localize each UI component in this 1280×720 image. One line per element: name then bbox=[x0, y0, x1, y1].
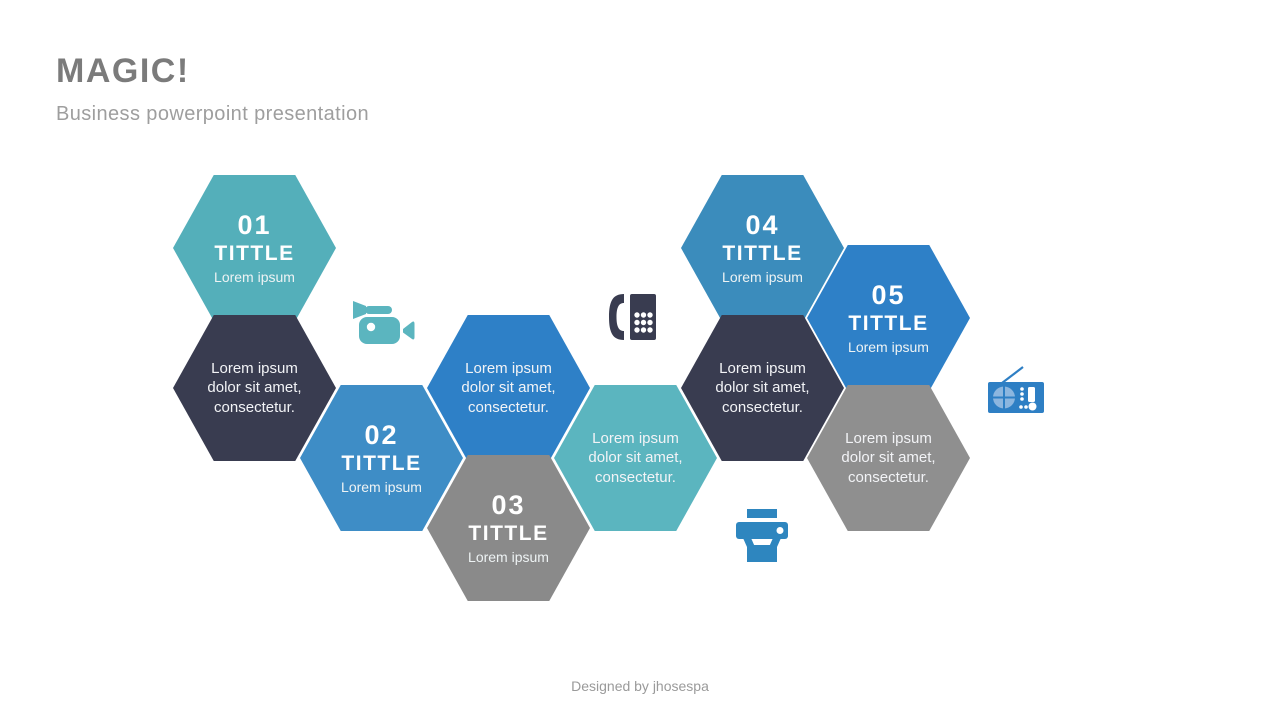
printer-icon bbox=[730, 508, 794, 566]
hexagon-text-gray: Lorem ipsum dolor sit amet, consectetur. bbox=[807, 385, 970, 531]
hexagon-text-teal: Lorem ipsum dolor sit amet, consectetur. bbox=[554, 385, 717, 531]
video-camera-icon bbox=[350, 297, 416, 345]
step-title: TITTLE bbox=[722, 241, 803, 265]
step-caption: Lorem ipsum bbox=[848, 338, 929, 355]
hexagon-text-dark-2: Lorem ipsum dolor sit amet, consectetur. bbox=[681, 315, 844, 461]
hexagon-step-01: 01 TITTLE Lorem ipsum bbox=[173, 175, 336, 321]
step-number: 03 bbox=[491, 490, 526, 521]
step-title: TITTLE bbox=[214, 241, 295, 265]
slide-subtitle: Business powerpoint presentation bbox=[56, 103, 369, 125]
radio-icon bbox=[985, 364, 1047, 416]
step-caption: Lorem ipsum bbox=[214, 268, 295, 285]
step-title: TITTLE bbox=[341, 451, 422, 475]
step-title: TITTLE bbox=[848, 311, 929, 335]
step-caption: Lorem ipsum bbox=[341, 478, 422, 495]
slide-title: MAGIC! bbox=[56, 52, 190, 90]
phone-icon bbox=[604, 291, 660, 343]
step-number: 02 bbox=[364, 420, 399, 451]
hexagon-body-text: Lorem ipsum dolor sit amet, consectetur. bbox=[715, 360, 810, 416]
hexagon-body-text: Lorem ipsum dolor sit amet, consectetur. bbox=[207, 360, 302, 416]
hexagon-body-text: Lorem ipsum dolor sit amet, consectetur. bbox=[588, 430, 683, 486]
step-title: TITTLE bbox=[468, 521, 549, 545]
step-caption: Lorem ipsum bbox=[722, 268, 803, 285]
hexagon-body-text: Lorem ipsum dolor sit amet, consectetur. bbox=[841, 430, 936, 486]
designer-credit: Designed by jhosespa bbox=[571, 678, 709, 694]
step-number: 04 bbox=[745, 210, 780, 241]
hexagon-step-05: 05 TITTLE Lorem ipsum bbox=[807, 245, 970, 391]
hexagon-step-04: 04 TITTLE Lorem ipsum bbox=[681, 175, 844, 321]
step-caption: Lorem ipsum bbox=[468, 548, 549, 565]
step-number: 05 bbox=[871, 280, 906, 311]
hexagon-body-text: Lorem ipsum dolor sit amet, consectetur. bbox=[461, 360, 556, 416]
step-number: 01 bbox=[237, 210, 272, 241]
